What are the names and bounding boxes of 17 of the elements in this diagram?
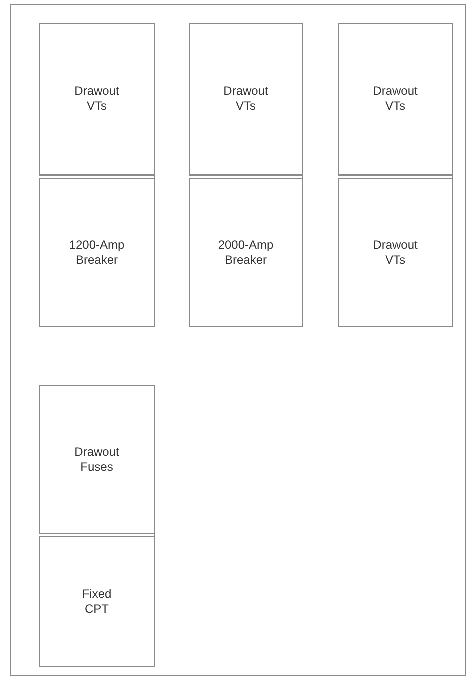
compartment-box: [39, 23, 155, 175]
panel-outline: [10, 4, 466, 676]
compartment-label: Drawout VTs: [372, 84, 419, 114]
compartment-box: [338, 23, 453, 175]
compartment-box: [39, 385, 155, 535]
compartment-box: [189, 23, 303, 175]
compartment-label: Drawout VTs: [222, 84, 270, 114]
compartment-box: [39, 533, 155, 667]
compartment-label: Drawout VTs: [372, 238, 419, 268]
compartment-box: [338, 175, 453, 327]
compartment-label: 2000-Amp Breaker: [218, 238, 274, 268]
compartment-label: Drawout Fuses: [74, 445, 120, 475]
compartment-label: 1200-Amp Breaker: [69, 238, 125, 268]
compartment-label: Drawout VTs: [74, 84, 120, 114]
compartment-box: [39, 175, 155, 327]
compartment-box: [189, 175, 303, 327]
compartment-label: Fixed CPT: [81, 586, 113, 616]
